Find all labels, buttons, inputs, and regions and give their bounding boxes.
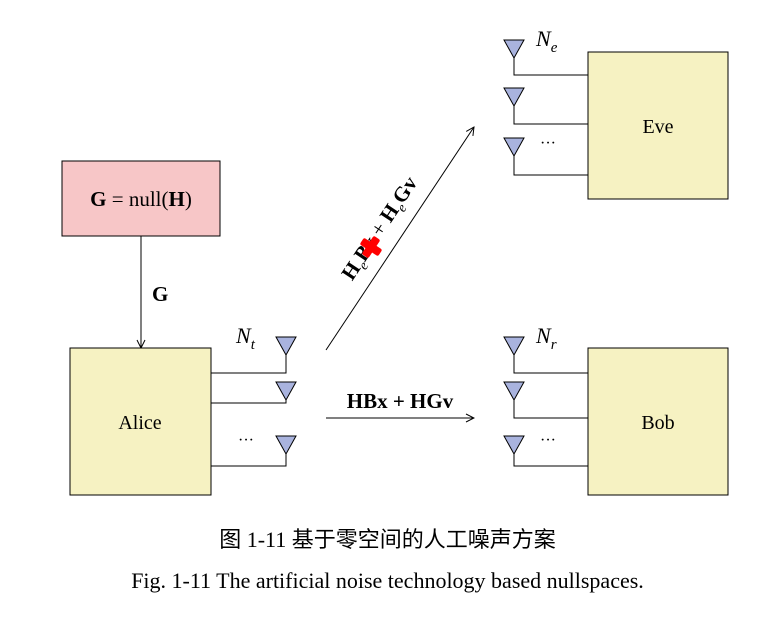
bob-signal-label: HBx + HGv bbox=[347, 389, 454, 413]
g-null-label: G = null(H) bbox=[90, 187, 192, 211]
g-edge-label: G bbox=[152, 282, 168, 306]
g-null-box bbox=[61, 160, 221, 237]
bob-ellipsis: ··· bbox=[540, 432, 556, 449]
ne-label: Ne bbox=[535, 26, 558, 56]
bob-antenna-2-icon bbox=[503, 381, 525, 402]
bob-antenna-1-icon bbox=[503, 336, 525, 357]
eve-label: Eve bbox=[642, 116, 673, 138]
eve-antenna-2-icon bbox=[503, 87, 525, 108]
eve-signal-arrow bbox=[325, 127, 474, 351]
eve-antenna-3-icon bbox=[503, 137, 525, 158]
figure-caption-en: Fig. 1-11 The artificial noise technolog… bbox=[131, 568, 644, 593]
eve-box bbox=[587, 51, 729, 200]
diagram-canvas: G = null(H) G Alice ··· Nt Bob ··· Nr Ev… bbox=[61, 26, 729, 496]
nr-label: Nr bbox=[535, 323, 557, 353]
bob-label: Bob bbox=[641, 412, 674, 434]
eve-signal-label: HeBx + HeGv bbox=[336, 172, 425, 287]
alice-antenna-3-icon bbox=[275, 435, 297, 456]
alice-label: Alice bbox=[118, 412, 161, 434]
bob-box bbox=[587, 347, 729, 496]
alice-antenna-2-icon bbox=[275, 381, 297, 402]
eve-antenna-1-icon bbox=[503, 39, 525, 60]
alice-antenna-array: ··· bbox=[211, 336, 297, 467]
svg-text:HeBx + HeGv: HeBx + HeGv bbox=[336, 172, 425, 287]
bob-antenna-3-icon bbox=[503, 435, 525, 456]
nt-label: Nt bbox=[235, 323, 256, 353]
alice-box bbox=[69, 347, 212, 496]
eve-ellipsis: ··· bbox=[540, 135, 556, 152]
blocked-cross-icon bbox=[360, 236, 382, 258]
bob-antenna-array: ··· bbox=[503, 336, 588, 467]
alice-ellipsis: ··· bbox=[238, 432, 254, 449]
eve-antenna-array: ··· bbox=[503, 39, 588, 176]
alice-antenna-1-icon bbox=[275, 336, 297, 357]
figure-caption-cn: 图 1-11 基于零空间的人工噪声方案 bbox=[219, 527, 556, 552]
